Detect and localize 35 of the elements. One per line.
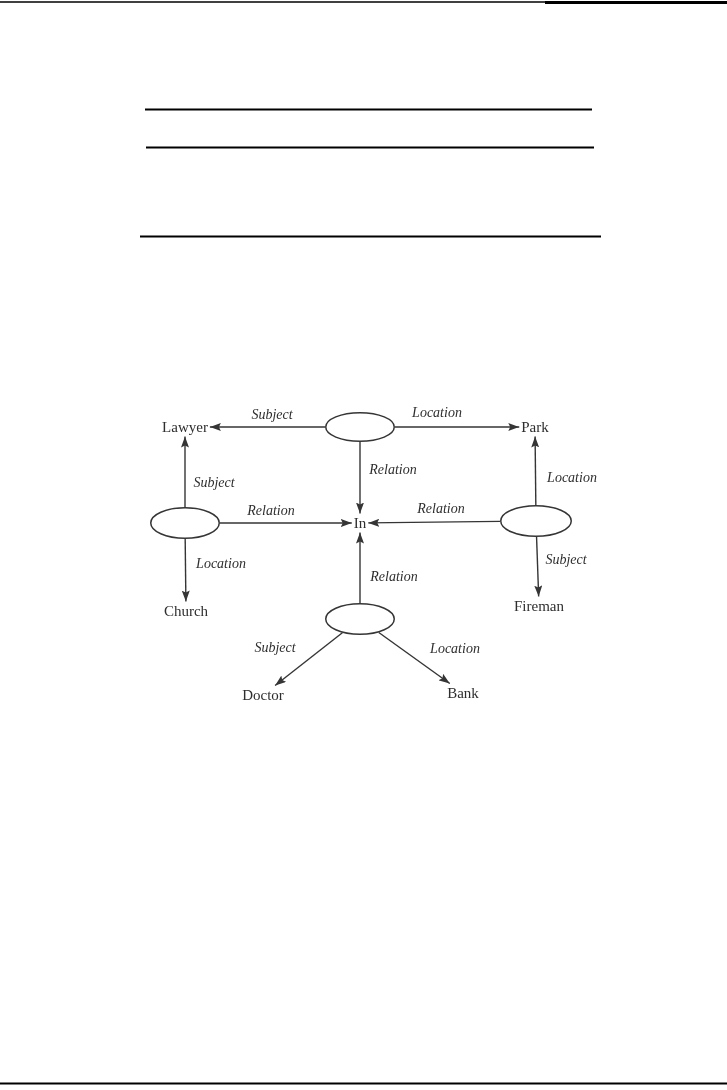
edge-label: Location	[547, 470, 597, 486]
concept-label: Doctor	[242, 686, 284, 704]
edge-label: Subject	[545, 552, 587, 568]
concept-label: Church	[163, 602, 209, 620]
arrow	[219, 519, 353, 527]
edge-label: Location	[430, 641, 480, 657]
concept-label: Lawyer	[162, 418, 208, 436]
arrow	[181, 435, 189, 508]
ellipse-node	[325, 603, 395, 635]
arrow	[181, 538, 190, 603]
edge-label: Relation	[247, 503, 295, 519]
arrow	[534, 536, 543, 598]
ellipse-node	[500, 505, 572, 537]
ellipse-node	[150, 507, 220, 539]
arrow	[394, 423, 520, 431]
arrow	[367, 518, 501, 527]
arrow	[356, 441, 364, 515]
edge-label: Location	[412, 405, 462, 421]
edge-label: Subject	[254, 640, 296, 656]
concept-label: Park	[521, 418, 549, 436]
edge-label: Location	[196, 556, 246, 572]
edge-label: Relation	[370, 569, 418, 585]
arrow	[209, 423, 326, 431]
edge-label: Subject	[251, 407, 293, 423]
arrow	[356, 531, 364, 604]
arrow	[378, 631, 451, 685]
concept-label: Bank	[447, 684, 479, 702]
ellipse-node	[325, 412, 395, 442]
concept-label: In	[353, 514, 367, 532]
concept-label: Fireman	[514, 597, 564, 615]
edge-label: Relation	[369, 462, 417, 478]
edge-label: Relation	[417, 501, 465, 517]
arrow	[274, 632, 344, 687]
edge-label: Subject	[193, 475, 235, 491]
arrow	[531, 435, 540, 506]
